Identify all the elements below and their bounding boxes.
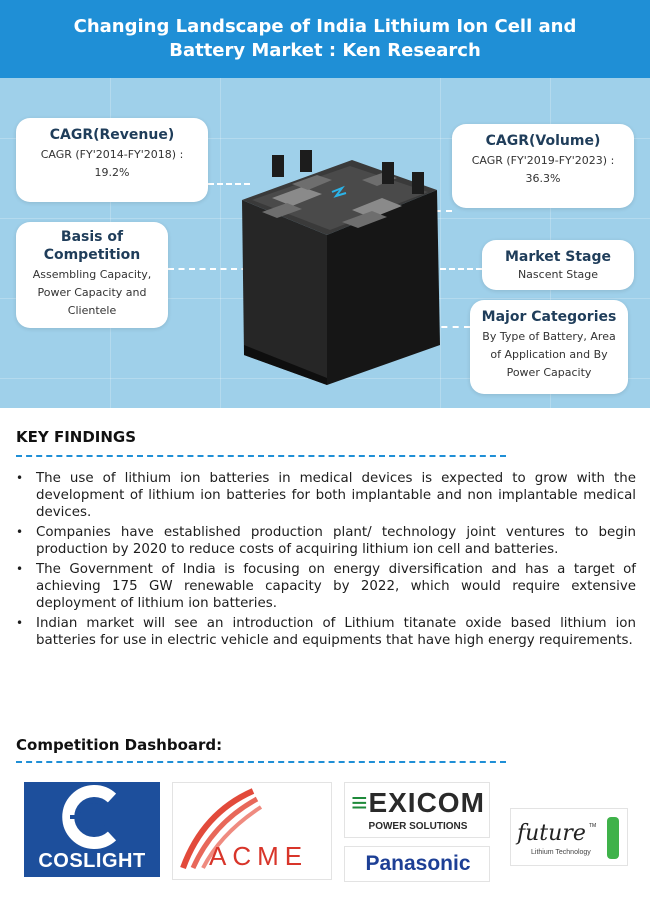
competition-title: Competition Dashboard: bbox=[16, 736, 223, 754]
grid-line bbox=[220, 78, 221, 408]
acme-wordmark: ACME bbox=[209, 841, 309, 871]
page-header: Changing Landscape of India Lithium Ion … bbox=[0, 0, 650, 78]
exicom-subtitle: POWER SOLUTIONS bbox=[368, 821, 468, 832]
basis-competition-text: Assembling Capacity, Power Capacity and … bbox=[32, 268, 152, 317]
battery-cell-icon bbox=[607, 817, 619, 859]
key-findings-list: The use of lithium ion batteries in medi… bbox=[16, 470, 636, 652]
grid-line bbox=[440, 78, 441, 408]
acme-swoosh-mark bbox=[180, 788, 263, 870]
future-tm-mark: TM bbox=[589, 823, 597, 829]
market-stage-title: Market Stage bbox=[504, 249, 612, 265]
basis-competition-title: Basis of Competition bbox=[43, 229, 141, 263]
cagr-volume-text: CAGR (FY'2019-FY'2023) : 36.3% bbox=[471, 154, 615, 185]
coslight-c-mark bbox=[62, 785, 117, 849]
cagr-revenue-title: CAGR(Revenue) bbox=[49, 127, 175, 143]
coslight-wordmark: COSLIGHT bbox=[38, 850, 146, 872]
acme-logo: ACME bbox=[172, 782, 332, 880]
connector-line bbox=[208, 183, 250, 185]
key-findings-title: KEY FINDINGS bbox=[16, 428, 137, 446]
exicom-wordmark: ≡EXICOM bbox=[345, 787, 489, 819]
list-item: Indian market will see an introduction o… bbox=[16, 615, 636, 649]
future-lithium-logo: future TM Lithium Technology bbox=[510, 808, 628, 866]
panasonic-logo: Panasonic bbox=[344, 846, 490, 882]
connector-line bbox=[430, 326, 470, 328]
cagr-revenue-text: CAGR (FY'2014-FY'2018) : 19.2% bbox=[40, 148, 184, 179]
exicom-logo: ≡EXICOM POWER SOLUTIONS bbox=[344, 782, 490, 838]
grid-line bbox=[0, 138, 650, 139]
list-item: Companies have established production pl… bbox=[16, 524, 636, 558]
exicom-wordmark-text: EXICOM bbox=[368, 787, 485, 818]
future-subtitle: Lithium Technology bbox=[531, 849, 591, 856]
list-item: The Government of India is focusing on e… bbox=[16, 561, 636, 612]
basis-competition-card: Basis of Competition Assembling Capacity… bbox=[16, 222, 168, 328]
cagr-volume-title: CAGR(Volume) bbox=[485, 133, 601, 149]
section-divider bbox=[16, 455, 506, 457]
battery-illustration bbox=[242, 150, 440, 385]
list-item: The use of lithium ion batteries in medi… bbox=[16, 470, 636, 521]
cagr-revenue-card: CAGR(Revenue) CAGR (FY'2014-FY'2018) : 1… bbox=[16, 118, 208, 202]
major-categories-card: Major Categories By Type of Battery, Are… bbox=[470, 300, 628, 394]
page-title: Changing Landscape of India Lithium Ion … bbox=[73, 16, 577, 61]
exicom-e-mark: ≡ bbox=[351, 787, 369, 818]
major-categories-text: By Type of Battery, Area of Application … bbox=[482, 330, 616, 379]
market-stage-text: Nascent Stage bbox=[517, 268, 599, 281]
connector-line bbox=[168, 268, 258, 270]
cagr-volume-card: CAGR(Volume) CAGR (FY'2019-FY'2023) : 36… bbox=[452, 124, 634, 208]
connector-line bbox=[440, 268, 482, 270]
major-categories-title: Major Categories bbox=[481, 309, 617, 325]
future-wordmark: future bbox=[517, 821, 586, 846]
panasonic-wordmark: Panasonic bbox=[365, 852, 471, 875]
section-divider bbox=[16, 761, 506, 763]
coslight-logo: COSLIGHT bbox=[24, 782, 160, 877]
market-stage-card: Market Stage Nascent Stage bbox=[482, 240, 634, 290]
